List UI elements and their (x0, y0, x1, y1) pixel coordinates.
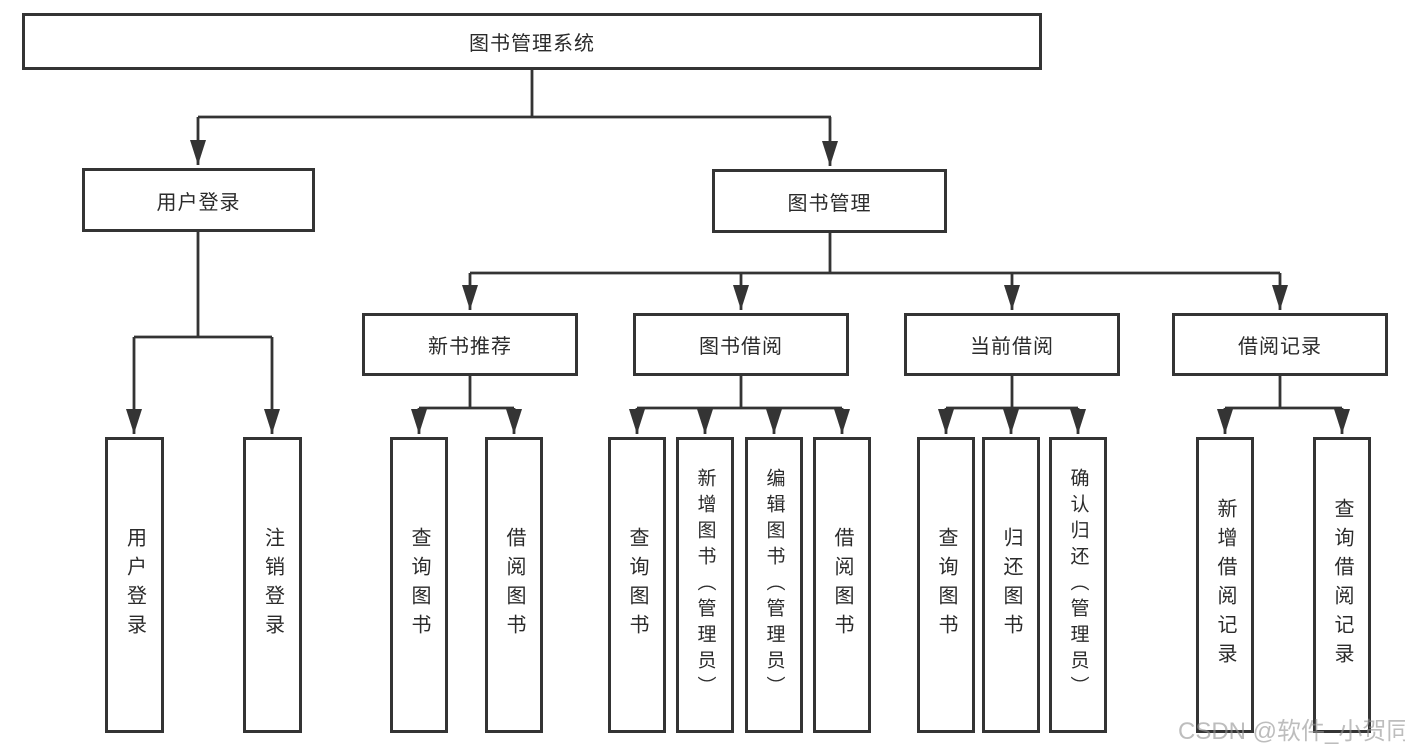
leaf-user-login: 用户登录 (105, 437, 164, 733)
leaf-query-books-borrowing: 查询图书 (608, 437, 666, 733)
leaf-add-books-admin: 新增图书（管理员） (676, 437, 734, 733)
node-borrow-records: 借阅记录 (1172, 313, 1388, 376)
node-book-borrowing: 图书借阅 (633, 313, 849, 376)
leaf-confirm-return-admin: 确认归还（管理员） (1049, 437, 1107, 733)
leaf-borrow-books-borrowing: 借阅图书 (813, 437, 871, 733)
node-book-management: 图书管理 (712, 169, 947, 233)
leaf-logout: 注销登录 (243, 437, 302, 733)
leaf-query-books-recommend: 查询图书 (390, 437, 448, 733)
leaf-query-books-current: 查询图书 (917, 437, 975, 733)
leaf-edit-books-admin: 编辑图书（管理员） (745, 437, 803, 733)
node-root-library-system: 图书管理系统 (22, 13, 1042, 70)
node-current-borrowing: 当前借阅 (904, 313, 1120, 376)
csdn-watermark: CSDN @软件_小贺同学 (1178, 718, 1405, 745)
leaf-query-borrow-record: 查询借阅记录 (1313, 437, 1371, 733)
leaf-return-books: 归还图书 (982, 437, 1040, 733)
node-user-login: 用户登录 (82, 168, 315, 232)
leaf-borrow-books-recommend: 借阅图书 (485, 437, 543, 733)
leaf-add-borrow-record: 新增借阅记录 (1196, 437, 1254, 733)
node-new-book-recommend: 新书推荐 (362, 313, 578, 376)
